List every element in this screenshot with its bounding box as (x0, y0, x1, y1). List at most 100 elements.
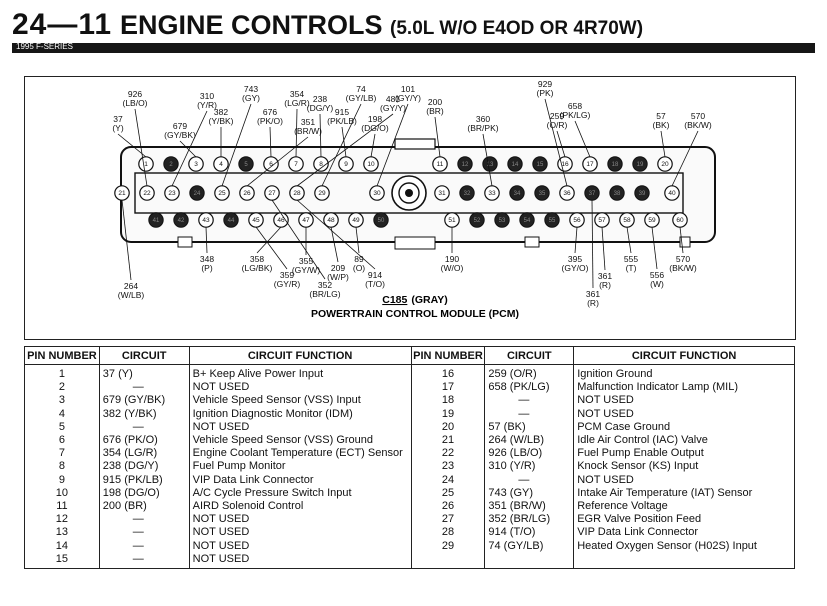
pin-number-cell: 27 (441, 513, 455, 526)
leader-line (591, 199, 594, 289)
svg-text:556: 556 (650, 270, 664, 280)
svg-text:555: 555 (624, 254, 638, 264)
connector-pin: 38 (609, 185, 625, 201)
svg-text:(LB/O): (LB/O) (122, 98, 147, 108)
svg-text:238: 238 (313, 94, 327, 104)
svg-text:(GY/Y): (GY/Y) (395, 93, 421, 103)
circuit-cell: — (518, 394, 530, 407)
svg-text:198: 198 (368, 114, 382, 124)
bottom-wire-label: 361(R) (598, 271, 612, 290)
svg-text:27: 27 (268, 190, 276, 197)
leader-line (255, 226, 288, 270)
circuit-cell: — (518, 473, 530, 486)
svg-text:382: 382 (214, 107, 228, 117)
svg-text:57: 57 (656, 111, 666, 121)
connector-pin: 37 (584, 185, 600, 201)
svg-text:359: 359 (280, 270, 294, 280)
bottom-wire-label: 556(W) (650, 270, 664, 289)
bottom-wire-label: 395(GY/O) (562, 254, 589, 273)
svg-text:45: 45 (252, 217, 260, 224)
table-header-row: PIN NUMBER CIRCUIT CIRCUIT FUNCTION PIN … (24, 346, 795, 365)
svg-text:(BR/LG): (BR/LG) (309, 289, 340, 299)
leader-line (370, 133, 376, 158)
connector-pin: 18 (607, 156, 623, 172)
connector-pin: 25 (214, 185, 230, 201)
svg-text:37: 37 (113, 114, 123, 124)
connector-pin: 33 (484, 185, 500, 201)
svg-text:(R): (R) (587, 298, 599, 308)
circuit-cell: 200 (BR) (102, 500, 147, 513)
circuit-cell: — (132, 539, 144, 552)
connector-pin: 40 (664, 185, 680, 201)
svg-text:(Y): (Y) (112, 123, 124, 133)
svg-text:59: 59 (648, 217, 656, 224)
top-wire-label: 101(GY/Y) (395, 84, 421, 103)
svg-text:15: 15 (537, 162, 544, 168)
leader-line (601, 226, 606, 271)
svg-text:2: 2 (169, 162, 173, 168)
circuit-function-cell: Malfunction Indicator Lamp (MIL) (577, 381, 739, 394)
top-wire-label: 929(PK) (537, 79, 554, 98)
svg-text:570: 570 (691, 111, 705, 121)
circuit-cell: 198 (DG/O) (102, 486, 160, 499)
circuit-function-cell: Heated Oxygen Sensor (H02S) Input (577, 539, 757, 552)
svg-text:(PK): (PK) (537, 88, 554, 98)
circuit-cell: 351 (BR/W) (488, 500, 546, 513)
circuit-cell: — (132, 513, 144, 526)
connector-pin: 28 (289, 185, 305, 201)
svg-text:60: 60 (676, 217, 684, 224)
circuit-function-cell: Ignition Ground (577, 368, 653, 380)
pin-number-cell: 23 (441, 460, 455, 473)
pin-number-cell: 25 (441, 486, 455, 499)
svg-text:54: 54 (524, 218, 531, 224)
connector-pin: 42 (173, 212, 189, 228)
pin-number-cell: 10 (55, 486, 69, 499)
connector-pin: 54 (519, 212, 535, 228)
circuit-cell: 658 (PK/LG) (488, 381, 550, 394)
svg-text:16: 16 (561, 161, 569, 168)
connector-pin: 2 (163, 156, 179, 172)
leader-line (434, 116, 441, 158)
connector-pin: 20 (657, 156, 673, 172)
svg-text:23: 23 (168, 190, 176, 197)
connector-pin: 23 (164, 185, 180, 201)
pin-number-cell: 7 (58, 447, 65, 460)
connector-pin: 9 (338, 156, 354, 172)
bottom-wire-label: 264(W/LB) (118, 281, 145, 300)
connector-pin: 15 (532, 156, 548, 172)
connector-pin: 27 (264, 185, 280, 201)
svg-text:7: 7 (294, 161, 298, 168)
circuit-cell: 382 (Y/BK) (102, 407, 157, 420)
svg-text:(PK/LB): (PK/LB) (327, 116, 357, 126)
connector-pin: 44 (223, 212, 239, 228)
right-circuit-column: 259 (O/R)658 (PK/LG)——57 (BK)264 (W/LB)9… (484, 364, 575, 569)
leader-line (134, 108, 148, 187)
svg-text:(W/P): (W/P) (327, 272, 349, 282)
leader-line (679, 226, 684, 254)
connector-pin: 50 (373, 212, 389, 228)
circuit-cell: — (132, 526, 144, 539)
circuit-cell: — (132, 381, 144, 394)
svg-text:14: 14 (512, 162, 519, 168)
pin-number-cell: 3 (58, 394, 65, 407)
svg-text:4: 4 (219, 161, 223, 168)
svg-text:42: 42 (178, 218, 185, 224)
svg-text:(BK/W): (BK/W) (684, 120, 712, 130)
svg-text:55: 55 (549, 218, 556, 224)
pin-number-cell: 21 (441, 434, 455, 447)
connector-pin: 6 (263, 156, 279, 172)
leader-line (482, 133, 493, 187)
circuit-cell: 238 (DG/Y) (102, 460, 159, 473)
leader-line (205, 226, 208, 254)
header-function-left: CIRCUIT FUNCTION (188, 346, 412, 365)
svg-text:914: 914 (368, 270, 382, 280)
connector-pin: 57 (594, 212, 610, 228)
circuit-function-cell: Knock Sensor (KS) Input (577, 460, 699, 473)
pin-number-cell: 13 (55, 526, 69, 539)
top-wire-labels: 926(LB/O)37(Y)310(Y/R)679(GY/BK)382(Y/BK… (112, 79, 712, 140)
svg-text:354: 354 (290, 89, 304, 99)
svg-text:57: 57 (598, 217, 606, 224)
connector-pin: 45 (248, 212, 264, 228)
svg-text:200: 200 (428, 97, 442, 107)
top-wire-label: 354(LG/R) (284, 89, 310, 108)
